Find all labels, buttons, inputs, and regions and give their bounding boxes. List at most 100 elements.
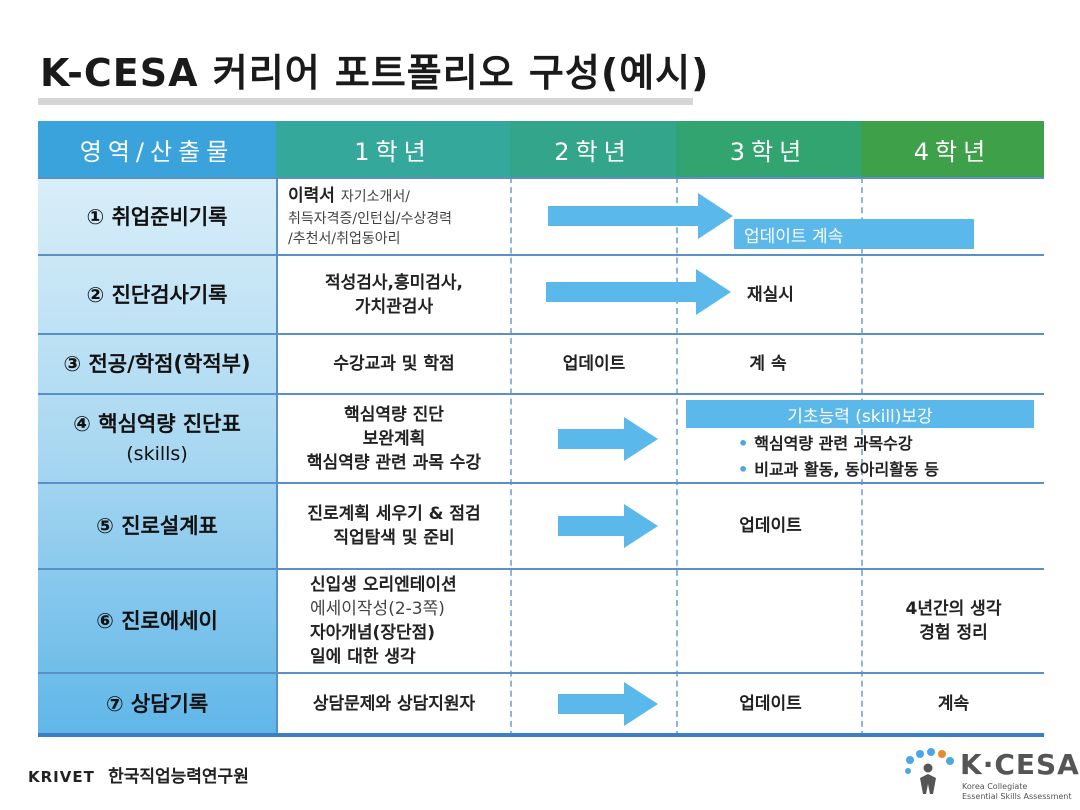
krivet-ko: 한국직업능력연구원 [108, 767, 249, 787]
row-label-text: ⑦ 상담기록 [105, 691, 209, 716]
row7-year1-cell: 상담문제와 상담지원자 [278, 674, 510, 733]
bullet-dot-icon: • [738, 434, 749, 453]
row6-text-3: 자아개념(장단점) [310, 623, 436, 643]
arrow-right-icon [548, 193, 733, 239]
row-line-4 [38, 482, 1044, 484]
row1-bar-text: 업데이트 계속 [744, 226, 844, 247]
arrow-right-icon [546, 269, 731, 315]
row1-year1-cell: 이력서 자기소개서/ 취득자격증/인턴십/수상경력 /추천서/취업동아리 [288, 179, 508, 254]
header-year1: 1학년 [276, 121, 510, 177]
row-label-text: ② 진단검사기록 [86, 282, 228, 307]
row7-year3-text: 업데이트 [739, 693, 802, 714]
kcesa-logo-icon [905, 748, 954, 794]
row4-text-1: 핵심역량 진단 [344, 404, 444, 425]
row3-year2-text: 업데이트 [562, 354, 626, 374]
kcesa-brand: K·CESA [960, 748, 1080, 781]
row-label-text: ④ 핵심역량 진단표 [73, 411, 241, 436]
row-line-2 [38, 333, 1044, 335]
row-label-text: ⑤ 진로설계표 [96, 514, 218, 538]
label-column-divider [276, 177, 278, 737]
arrow-right-icon [558, 504, 658, 548]
row-line-bottom [38, 733, 1044, 737]
row1-light-text-3: /추천서/취업동아리 [288, 231, 401, 247]
krivet-logo: KRIVET 한국직업능력연구원 [28, 762, 249, 787]
row5-text-1: 진로계획 세우기 & 점검 [307, 504, 481, 524]
row-line-0 [38, 177, 1044, 179]
row6-year4-cell: 4년간의 생각 경험 정리 [863, 570, 1044, 672]
row2-text-2: 가치관검사 [354, 296, 434, 317]
row6-year1-cell: 신입생 오리엔테이션 에세이작성(2-3쪽) 자아개념(장단점) 일에 대한 생… [310, 570, 510, 672]
row4-year1-cell: 핵심역량 진단 보완계획 핵심역량 관련 과목 수강 [278, 395, 510, 482]
row5-year1-cell: 진로계획 세우기 & 점검 직업탐색 및 준비 [278, 484, 510, 568]
bullet-dot-icon: • [738, 460, 749, 479]
row4-skill-bar: 기초능력 (skill)보강 [686, 400, 1034, 428]
row-label-text: ③ 전공/학점(학적부) [63, 352, 251, 376]
row-label-major-grades: ③ 전공/학점(학적부) [38, 335, 276, 393]
row-label-subtext: (skills) [126, 442, 188, 465]
arrow-right-icon [558, 682, 658, 726]
row2-text-1: 적성검사,흥미검사, [324, 272, 464, 293]
row4-bullet-list: • 핵심역량 관련 과목수강 • 비교과 활동, 동아리활동 등 [738, 431, 1038, 483]
row-line-6 [38, 672, 1044, 674]
header-year4: 4학년 [861, 121, 1044, 177]
kcesa-tag-1: Korea Collegiate [962, 782, 1028, 791]
row1-light-text-2: 취득자격증/인턴십/수상경력 [288, 211, 452, 227]
header-year3: 3학년 [676, 121, 861, 177]
label-column-bg [38, 177, 276, 737]
krivet-en: KRIVET [28, 768, 95, 786]
row-label-text: ⑥ 진로에세이 [96, 609, 218, 633]
row6-year4-text-2: 경험 정리 [919, 623, 988, 643]
row-label-career-essay: ⑥ 진로에세이 [38, 570, 276, 672]
row4-bullet-2: 비교과 활동, 동아리활동 등 [754, 460, 939, 479]
title-underline [38, 98, 693, 105]
row-line-3 [38, 393, 1044, 395]
row2-year1-cell: 적성검사,흥미검사, 가치관검사 [278, 256, 510, 333]
row4-text-2: 보완계획 [362, 428, 426, 449]
row2-year3-text: 재실시 [747, 284, 794, 305]
col-divider-2 [676, 177, 678, 737]
portfolio-table: 영역/산출물 1학년 2학년 3학년 4학년 ① 취업준비기록 ② 진단검사기록… [38, 121, 1044, 737]
kcesa-tagline: Korea Collegiate Essential Skills Assess… [962, 782, 1072, 802]
row-line-1 [38, 254, 1044, 256]
row6-text-4: 일에 대한 생각 [310, 647, 416, 667]
col-divider-3 [861, 177, 863, 737]
col-divider-1 [510, 177, 512, 737]
row3-year3-text: 계 속 [749, 354, 787, 374]
header-year2: 2학년 [510, 121, 676, 177]
row6-text-1: 신입생 오리엔테이션 [310, 575, 457, 595]
page-title: K-CESA 커리어 포트폴리오 구성(예시) [40, 51, 710, 95]
row3-year1-cell: 수강교과 및 학점 [278, 335, 510, 393]
kcesa-logo: K·CESA Korea Collegiate Essential Skills… [900, 744, 1079, 804]
list-item: • 비교과 활동, 동아리활동 등 [738, 457, 1038, 483]
row1-light-text-1: 자기소개서/ [340, 189, 410, 205]
row4-bar-text: 기초능력 (skill)보강 [787, 406, 933, 427]
row2-year3-cell: 재실시 [698, 256, 843, 333]
row-line-5 [38, 568, 1044, 570]
row-label-text: ① 취업준비기록 [86, 204, 228, 229]
row7-year4-text: 계속 [937, 693, 970, 714]
row1-update-bar: 업데이트 계속 [734, 219, 974, 249]
header-area: 영역/산출물 [38, 121, 276, 177]
row5-text-2: 직업탐색 및 준비 [333, 528, 455, 548]
list-item: • 핵심역량 관련 과목수강 [738, 431, 1038, 457]
row4-bullet-1: 핵심역량 관련 과목수강 [754, 434, 913, 453]
row5-year3-text: 업데이트 [739, 516, 802, 536]
row3-year1-text: 수강교과 및 학점 [333, 354, 455, 374]
kcesa-tag-2: Essential Skills Assessment [962, 792, 1072, 801]
row7-year4-cell: 계속 [863, 674, 1044, 733]
row5-year3-cell: 업데이트 [698, 484, 843, 568]
row6-year4-text-1: 4년간의 생각 [905, 599, 1002, 619]
row-label-job-prep: ① 취업준비기록 [38, 179, 276, 254]
row1-bold-text: 이력서 [288, 186, 335, 206]
row7-year1-text: 상담문제와 상담지원자 [312, 693, 476, 714]
row3-year3-cell: 계 속 [688, 335, 848, 393]
row7-year3-cell: 업데이트 [698, 674, 843, 733]
row6-text-2: 에세이작성(2-3쪽) [310, 599, 445, 619]
row-label-counseling: ⑦ 상담기록 [38, 674, 276, 733]
row-label-core-competency: ④ 핵심역량 진단표 (skills) [38, 395, 276, 482]
row3-year2-cell: 업데이트 [512, 335, 676, 393]
arrow-right-icon [558, 417, 658, 461]
row-label-diagnostic: ② 진단검사기록 [38, 256, 276, 333]
row-label-career-design: ⑤ 진로설계표 [38, 484, 276, 568]
row4-text-3: 핵심역량 관련 과목 수강 [306, 452, 482, 473]
